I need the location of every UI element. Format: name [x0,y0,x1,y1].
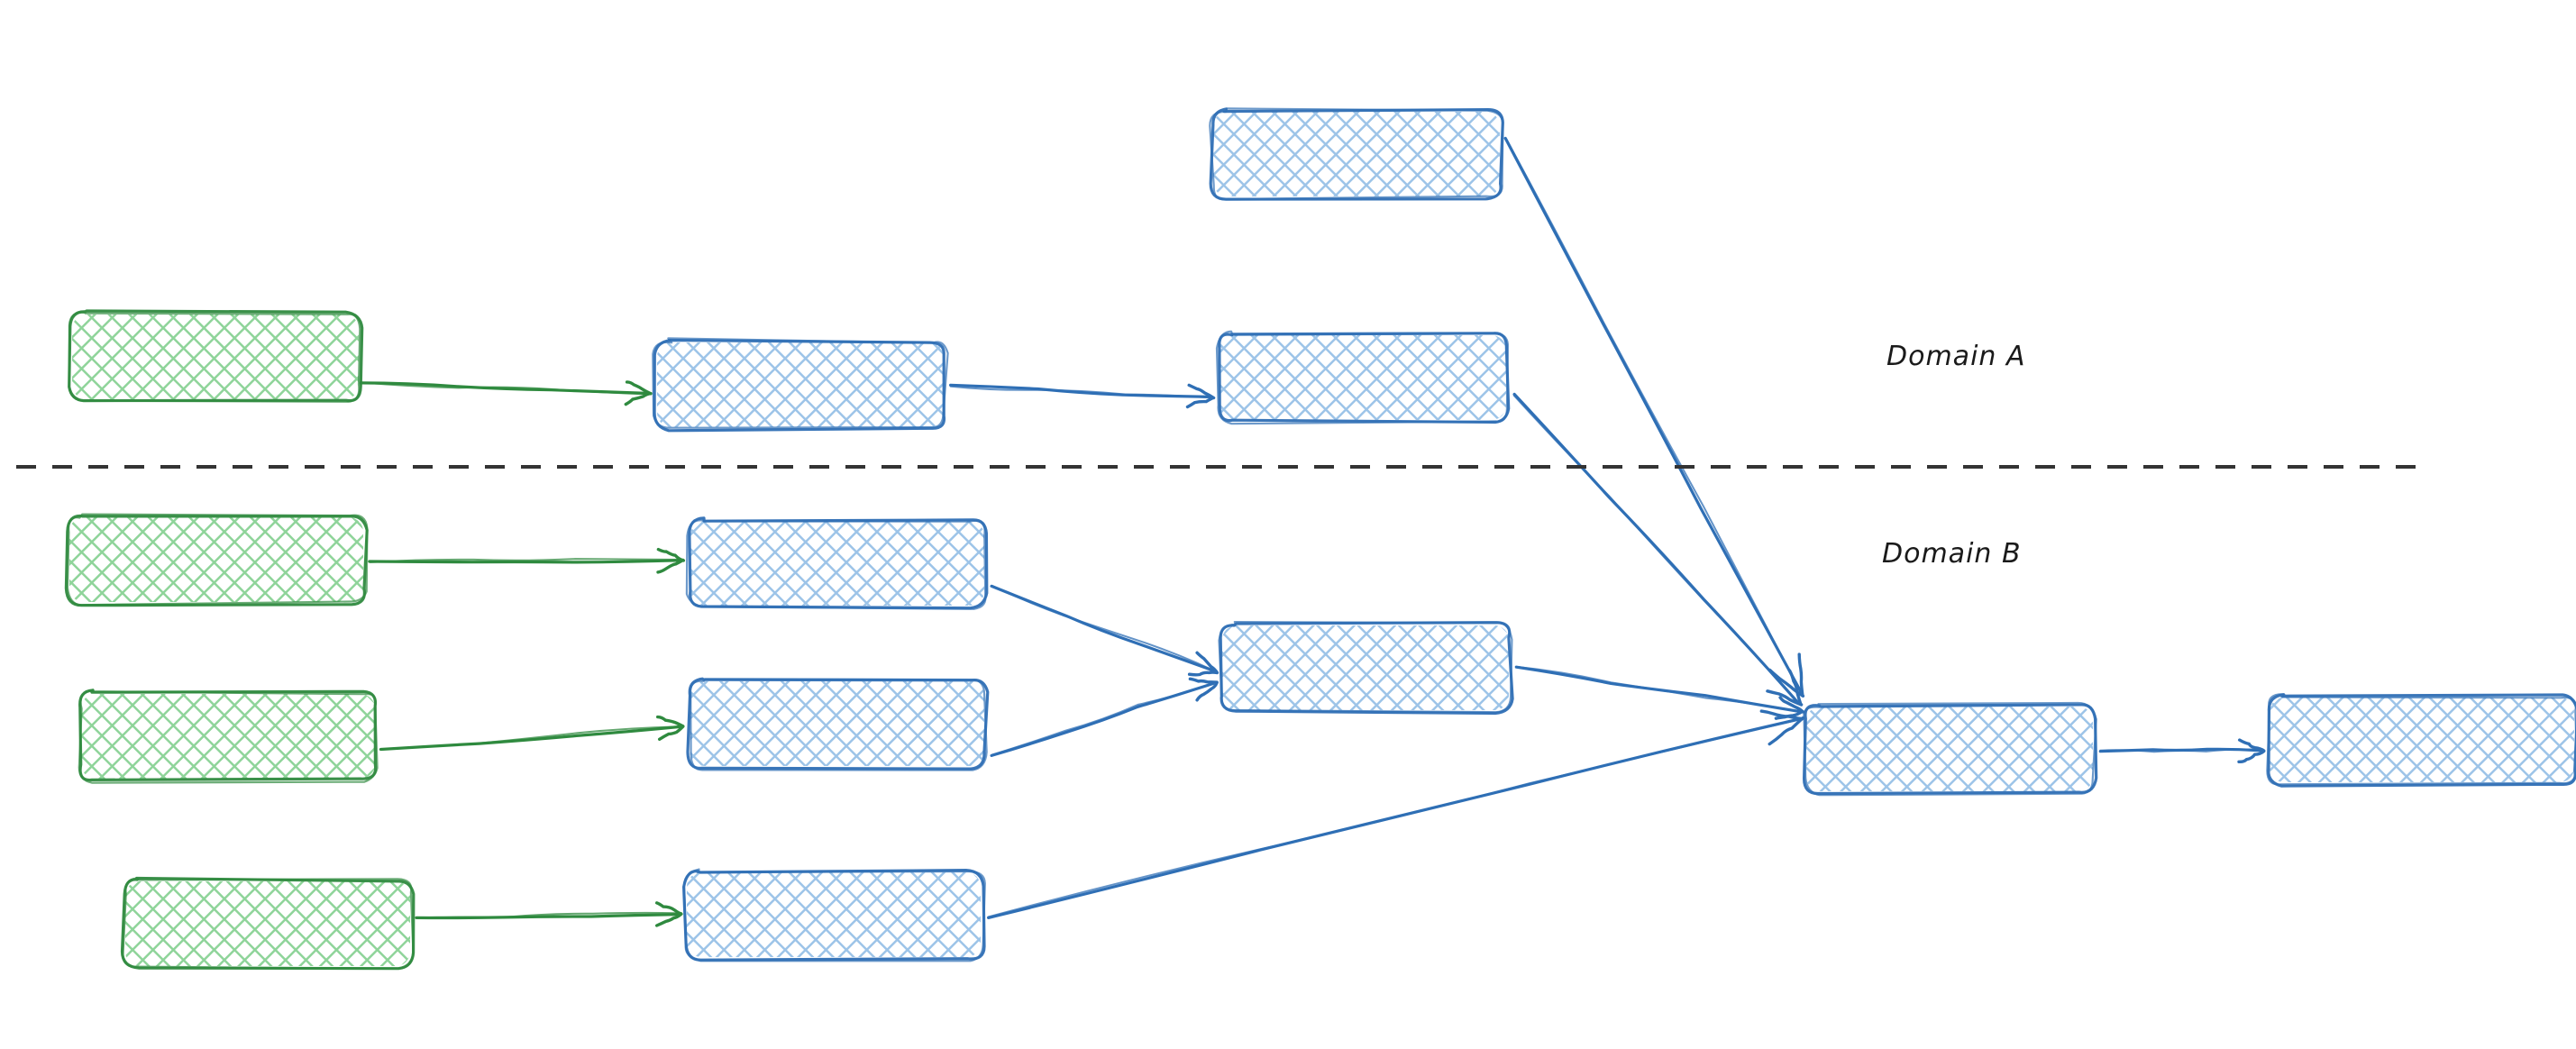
edge-b_merge-to-b_final[interactable] [1514,665,1805,720]
edge-b_green_3-to-b_blue_3[interactable] [415,901,683,927]
node-box-b_merge[interactable] [1220,624,1511,712]
node-a_top_blue[interactable] [1209,107,1504,201]
arrowhead-icon [656,715,685,741]
edge-b_blue_1-to-b_merge[interactable] [990,584,1219,677]
node-b_green_3[interactable] [120,876,416,971]
node-box-b_final[interactable] [1804,705,2095,793]
node-box-b_green_2[interactable] [79,692,377,780]
node-box-b_blue_2[interactable] [689,680,986,768]
node-box-b_green_3[interactable] [123,880,412,968]
arrowhead-icon [655,901,683,927]
node-a_green[interactable] [68,309,364,403]
arrowhead-icon [624,380,653,406]
arrowhead-icon [656,547,686,574]
arrowhead-icon [1759,709,1804,746]
node-b_blue_3[interactable] [682,868,986,962]
node-box-a_top_blue[interactable] [1211,110,1502,198]
node-b_merge[interactable] [1218,621,1514,716]
arrowhead-icon [1185,383,1216,409]
domain-a-label: Domain A [1886,341,2026,372]
node-box-b_out[interactable] [2268,696,2576,784]
edge-b_green_1-to-b_blue_1[interactable] [368,547,686,574]
edge-a_green-to-a_blue_1[interactable] [359,380,653,406]
edge-b_blue_2-to-b_merge[interactable] [990,677,1219,757]
node-box-a_blue_1[interactable] [655,341,945,429]
arrowhead-icon [2237,738,2266,764]
node-b_blue_2[interactable] [686,677,990,771]
node-box-b_blue_1[interactable] [689,519,986,607]
node-b_out[interactable] [2266,693,2576,788]
edge-a_blue_2-to-b_final[interactable] [1512,392,1804,707]
edge-layer [359,136,2266,927]
edge-b_final-to-b_out[interactable] [2098,738,2266,764]
edge-b_green_2-to-b_blue_2[interactable] [379,715,685,752]
node-b_green_2[interactable] [78,689,379,784]
arrowhead-icon [1188,677,1219,702]
node-a_blue_1[interactable] [652,337,949,433]
node-a_blue_2[interactable] [1215,330,1511,425]
arrowhead-icon [1766,669,1804,707]
node-b_blue_1[interactable] [685,516,989,610]
node-b_final[interactable] [1802,701,2098,797]
node-box-b_green_1[interactable] [68,515,365,604]
edge-a_top_blue-to-b_final[interactable] [1503,136,1805,698]
node-box-a_green[interactable] [70,313,361,401]
domain-b-label: Domain B [1882,538,2022,570]
node-box-b_blue_3[interactable] [685,871,982,959]
node-layer [64,107,2576,971]
edge-b_blue_3-to-b_final[interactable] [987,709,1804,919]
node-box-a_blue_2[interactable] [1218,333,1508,422]
node-b_green_1[interactable] [64,513,369,607]
arrowhead-icon [1187,651,1219,677]
edge-a_blue_1-to-a_blue_2[interactable] [949,383,1216,409]
